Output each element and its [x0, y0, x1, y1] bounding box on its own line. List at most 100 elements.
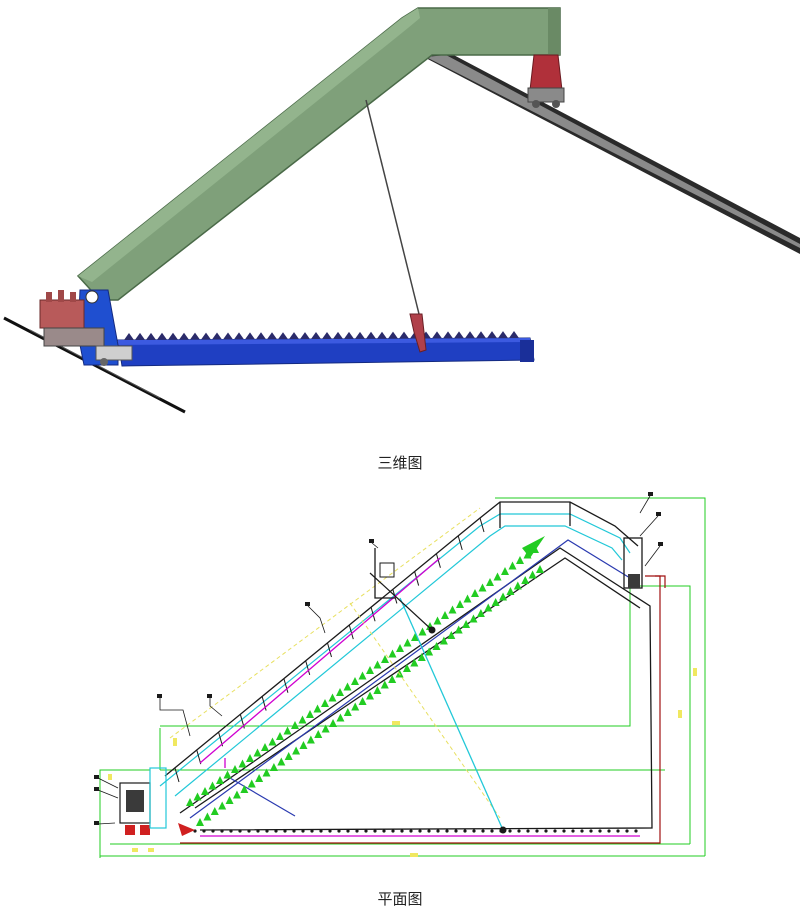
chain-tooth: [521, 576, 530, 584]
bottom-mark: [481, 829, 485, 833]
chain-tooth: [321, 699, 329, 707]
conveyor-tooth: [399, 331, 409, 339]
chain-tooth: [476, 609, 485, 617]
chain-tooth: [380, 680, 389, 689]
chain-tooth: [411, 633, 419, 641]
plan-railing-top: [164, 501, 639, 777]
suspension-cable: [365, 99, 421, 319]
bottom-mark: [211, 829, 215, 833]
plan-hanger-post: [374, 548, 395, 599]
conveyor-tooth: [190, 332, 200, 340]
bottom-mark: [337, 829, 341, 833]
chain-tooth: [306, 710, 314, 718]
chain-tooth: [328, 693, 337, 702]
scraper-chain-conveyor: [117, 331, 535, 367]
conveyor-tooth: [366, 331, 376, 339]
three-d-view: [0, 0, 800, 420]
bottom-mark: [382, 829, 386, 833]
chain-tooth: [484, 603, 493, 612]
chain-tooth: [471, 589, 479, 597]
chain-tooth: [439, 636, 448, 645]
chain-tooth: [292, 746, 301, 755]
bottom-mark: [625, 829, 629, 833]
chain-tooth: [313, 704, 322, 713]
conveyor-tooth: [223, 332, 233, 340]
bottom-mark: [616, 829, 620, 833]
three-d-drawing: [3, 7, 800, 414]
chain-tooth: [417, 653, 426, 661]
bottom-mark: [535, 829, 539, 833]
bottom-mark: [238, 829, 242, 833]
conveyor-tooth: [245, 332, 255, 340]
bottom-mark: [202, 829, 206, 833]
chain-tooth: [246, 754, 254, 762]
conveyor-tooth: [443, 331, 453, 339]
chain-tooth: [499, 592, 508, 601]
chain-tooth: [351, 702, 360, 711]
bottom-mark: [472, 829, 476, 833]
conveyor-tooth: [344, 331, 354, 339]
conveyor-tooth: [146, 332, 156, 340]
chain-tooth: [388, 675, 397, 683]
chain-tooth: [329, 719, 338, 727]
chain-tooth: [462, 620, 471, 628]
conveyor-tooth: [311, 332, 321, 340]
chain-tooth: [299, 741, 308, 749]
bottom-mark: [274, 829, 278, 833]
chain-tooth: [210, 807, 219, 815]
bottom-mark: [229, 829, 233, 833]
conveyor-teeth: [124, 331, 519, 340]
bottom-mark: [427, 829, 431, 833]
railing-post: [327, 642, 332, 658]
railing-post: [479, 517, 485, 533]
chain-tooth: [247, 779, 256, 788]
chain-tooth: [203, 812, 212, 821]
chain-tooth: [456, 600, 464, 608]
bottom-mark: [580, 829, 584, 833]
chain-tooth: [410, 658, 419, 667]
conveyor-tooth: [432, 331, 442, 339]
conveyor-tooth: [300, 332, 310, 340]
conveyor-tooth: [454, 331, 464, 339]
bottom-mark: [409, 829, 413, 833]
support-frame: [180, 575, 666, 844]
drive-motor-unit: [39, 290, 133, 366]
chain-tooth: [366, 666, 374, 674]
plan-pivot-lower: [499, 826, 507, 834]
conveyor-tooth: [487, 331, 497, 339]
bottom-mark: [256, 829, 260, 833]
hanger-trolley: [409, 313, 427, 353]
chain-tooth: [486, 578, 494, 586]
conveyor-tooth: [509, 331, 519, 339]
bottom-mark: [508, 829, 512, 833]
conveyor-tooth: [135, 332, 145, 340]
plan-pivot-upper: [428, 626, 436, 634]
chain-tooth: [268, 737, 277, 746]
chain-tooth: [358, 697, 367, 705]
bottom-mark: [391, 829, 395, 833]
upper-right-rail: [420, 52, 800, 254]
chain-tooth: [366, 691, 374, 700]
chain-tooth: [425, 647, 434, 656]
chain-tooth: [196, 818, 204, 826]
chain-tooth: [277, 757, 286, 766]
conveyor-tooth: [179, 332, 189, 340]
plan-callout-tags: [94, 492, 663, 825]
chain-tooth: [454, 625, 463, 634]
railing-post: [435, 553, 441, 568]
chain-tooth: [506, 587, 515, 595]
bottom-mark: [247, 829, 251, 833]
plan-yellow-guides: [169, 507, 501, 819]
bottom-mark: [355, 829, 359, 833]
chain-head: [522, 536, 545, 558]
plan-drawing: [94, 492, 706, 858]
bottom-mark: [463, 829, 467, 833]
chain-tooth: [493, 572, 502, 581]
bottom-mark: [454, 829, 458, 833]
bottom-mark: [292, 829, 296, 833]
chain-tooth: [255, 774, 264, 782]
chain-tooth: [402, 664, 411, 672]
chain-tooth: [240, 785, 249, 793]
chain-tooth: [298, 715, 307, 724]
chain-tooth: [388, 649, 397, 658]
